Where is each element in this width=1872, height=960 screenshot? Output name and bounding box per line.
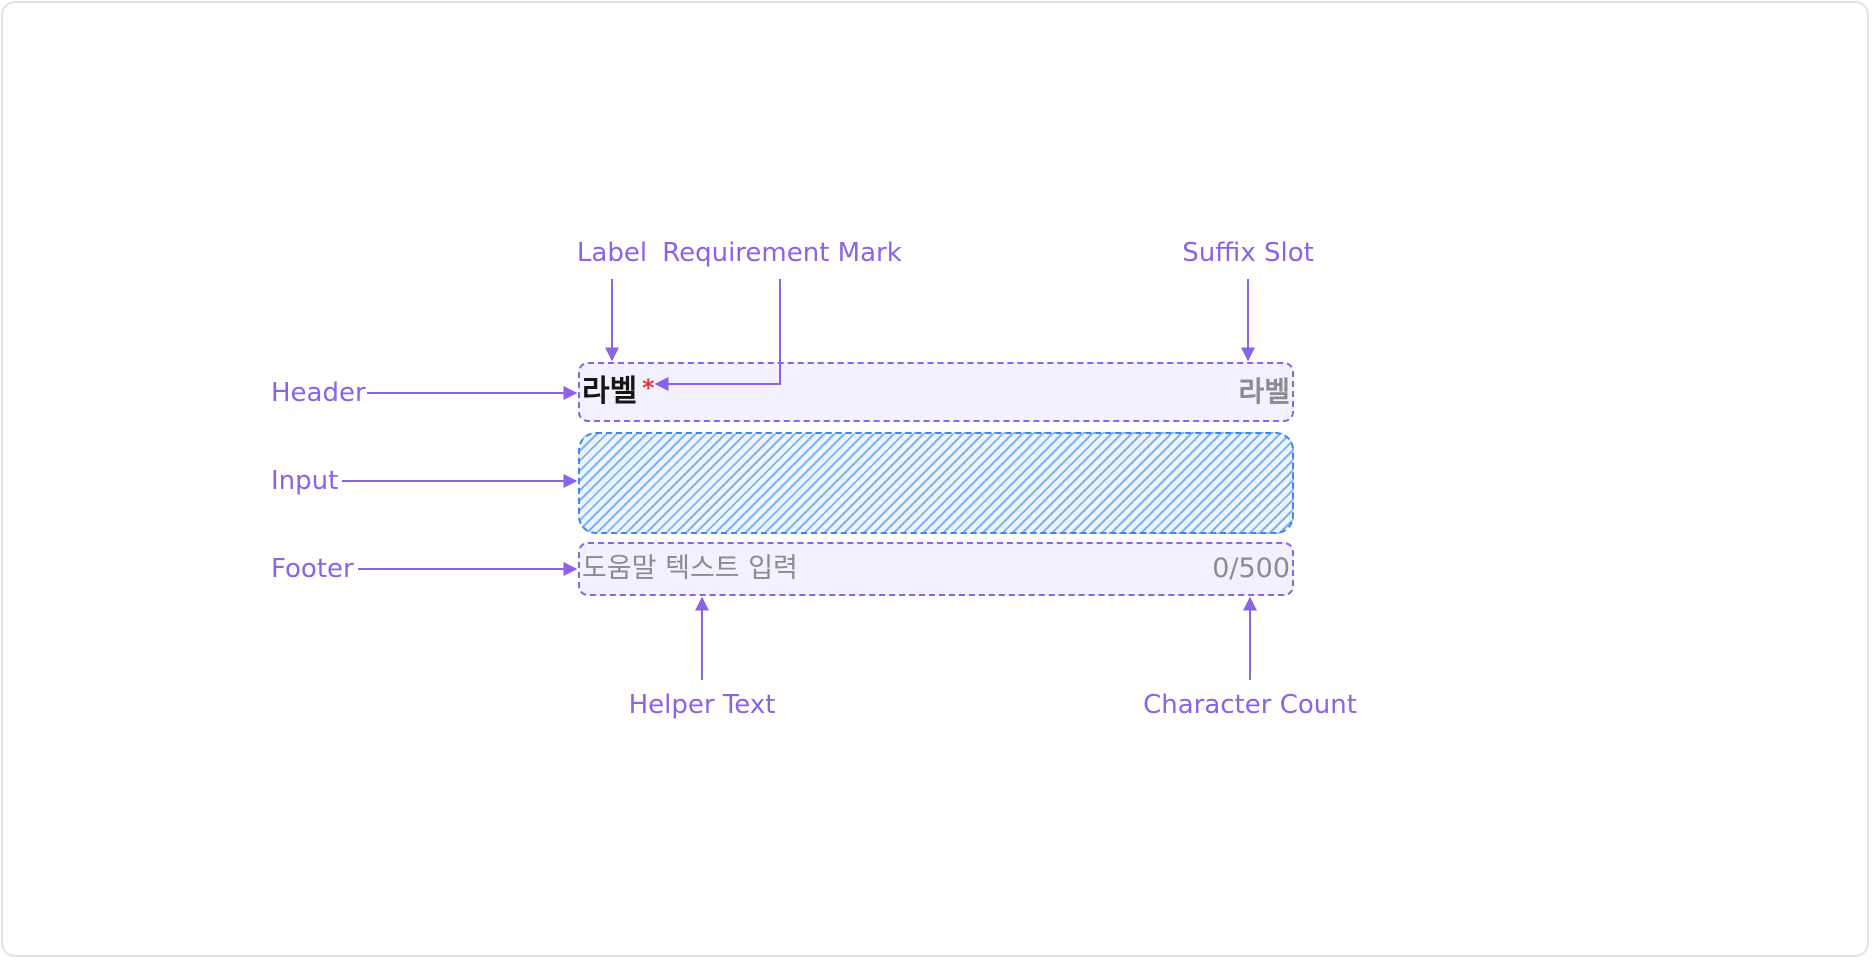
suffix-slot: 라벨	[1238, 375, 1290, 408]
field-label: 라벨	[582, 374, 638, 409]
annotation-character-count: Character Count	[1143, 690, 1357, 720]
annotation-input: Input	[271, 466, 339, 496]
arrow-requirement-mark	[654, 279, 781, 391]
character-count: 0/500	[1212, 553, 1290, 584]
annotation-footer: Footer	[271, 554, 354, 584]
input-region[interactable]	[578, 432, 1294, 534]
annotation-requirement-mark: Requirement Mark	[662, 238, 902, 268]
annotation-helper-text: Helper Text	[628, 690, 776, 720]
header-region	[578, 362, 1294, 422]
annotation-header: Header	[271, 378, 366, 408]
footer-region	[578, 542, 1294, 596]
helper-text: 도움말 텍스트 입력	[582, 553, 798, 584]
requirement-mark: *	[642, 374, 655, 402]
annotation-label: Label	[576, 238, 648, 268]
annotation-suffix-slot: Suffix Slot	[1182, 238, 1314, 268]
